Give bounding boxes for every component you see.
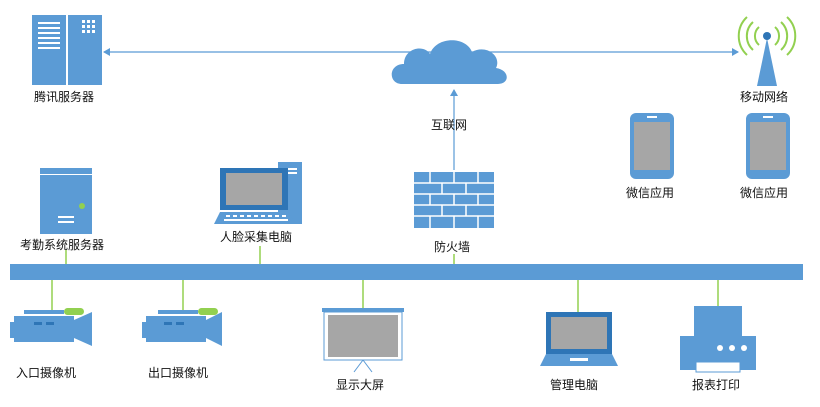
antenna-icon: [737, 16, 797, 86]
firewall-icon: [414, 172, 494, 228]
network-bus: [10, 264, 803, 280]
desktop-computer-icon: [214, 162, 302, 224]
label-face-pc: 人脸采集电脑: [220, 230, 293, 244]
projection-screen-icon: [322, 308, 404, 373]
label-admin-pc: 管理电脑: [550, 378, 599, 392]
cloud-icon: [391, 40, 507, 84]
label-report-printer: 报表打印: [692, 378, 741, 392]
label-internet: 互联网: [431, 118, 468, 132]
label-tencent-server: 腾讯服务器: [34, 90, 95, 104]
laptop-icon: [540, 312, 618, 366]
bus-connectors: [51, 246, 719, 312]
camera-icon: [142, 308, 222, 346]
label-exit-camera: 出口摄像机: [148, 366, 209, 380]
label-entry-camera: 入口摄像机: [16, 366, 77, 380]
printer-icon: [680, 306, 756, 373]
label-mobile-network: 移动网络: [740, 90, 789, 104]
label-wechat-app-2: 微信应用: [740, 186, 789, 200]
camera-icon: [10, 308, 92, 346]
label-wechat-app-1: 微信应用: [626, 186, 675, 200]
server-rack-icon: [32, 15, 102, 85]
smartphone-icon: [630, 113, 674, 179]
label-display-screen: 显示大屏: [336, 378, 385, 392]
label-attendance-server: 考勤系统服务器: [20, 238, 105, 252]
tower-server-icon: [40, 168, 92, 234]
label-firewall: 防火墙: [434, 240, 471, 254]
smartphone-icon: [746, 113, 790, 179]
